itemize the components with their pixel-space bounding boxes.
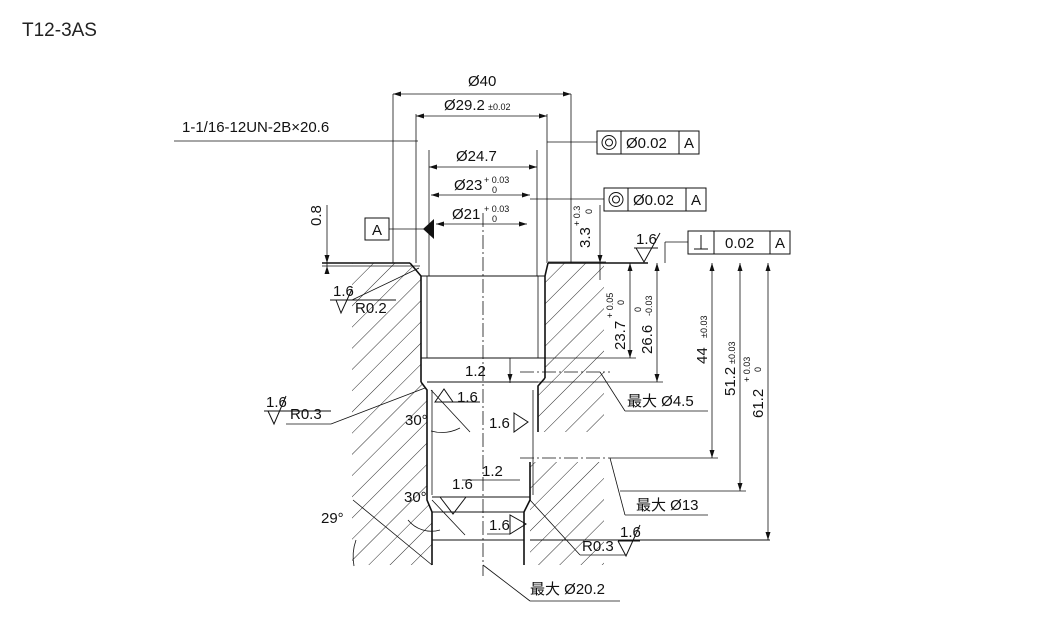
datum-label: A (372, 222, 382, 239)
perpendicularity-icon (694, 235, 708, 250)
roughness-c-value: 1.6 (452, 476, 473, 493)
dim-3-3-tol-lo: 0 (584, 209, 594, 214)
fcf-concentricity-1: Ø0.02 A (547, 130, 700, 155)
left-dimensions: 0.8 1.6 R0.2 1.6 R0.3 30° 30° 29° (264, 205, 471, 567)
roughness-left-icon (330, 288, 396, 315)
dim-23-7-tol-lo: 0 (616, 300, 626, 305)
roughness-b-icon (513, 412, 529, 433)
dim-26-6: 26.6 (639, 325, 656, 354)
dim-26-6-tol-lo: -0.03 (644, 295, 654, 316)
roughness-c-icon (439, 496, 467, 515)
dim-d23-tol-lo: 0 (492, 185, 497, 195)
dim-d21-tol-lo: 0 (492, 214, 497, 224)
roughness-d-value: 1.6 (489, 517, 510, 534)
angle-29: 29° (321, 510, 344, 527)
len-1-2-a: 1.2 (465, 363, 486, 380)
roughness-d-icon (509, 514, 527, 535)
dim-d21: Ø21 (452, 206, 480, 223)
angle-30-b: 30° (404, 489, 427, 506)
right-dimensions: 3.3 + 0.3 0 1.6 23.7 + 0.05 0 26.6 0 -0.… (538, 205, 771, 540)
roughness-b-value: 1.6 (489, 415, 510, 432)
roughness-top-value: 1.6 (636, 231, 657, 248)
dim-44: 44 (694, 347, 711, 364)
dim-26-6-tol-up: 0 (633, 307, 643, 312)
dim-3-3-tol-up: + 0.3 (572, 206, 582, 226)
radius-r0-3-left: R0.3 (290, 406, 322, 423)
dim-51-2: 51.2 (722, 367, 739, 396)
angle-30-a: 30° (405, 412, 428, 429)
dim-d24-7: Ø24.7 (456, 148, 497, 165)
notes: 最大 Ø4.5 最大 Ø13 最大 Ø20.2 R0.3 1.6 (529, 371, 708, 602)
dim-44-tol: ±0.03 (699, 316, 709, 338)
thread-callout: 1-1/16-12UN-2B×20.6 (182, 119, 329, 136)
note-max-13: 最大 Ø13 (636, 497, 699, 514)
hatch-right-upper (538, 263, 604, 432)
roughness-bottom-icon (617, 524, 641, 558)
dim-23-7: 23.7 (612, 321, 629, 350)
hatch-right-lower (530, 462, 604, 565)
len-1-2-b: 1.2 (482, 463, 503, 480)
top-dimensions: Ø40 Ø29.2 ±0.02 1-1/16-12UN-2B×20.6 Ø24.… (174, 73, 572, 276)
fcf2-tolerance: Ø0.02 (633, 192, 674, 209)
dim-51-2-tol: ±0.03 (727, 342, 737, 364)
fcf-perpendicularity: 0.02 A (664, 230, 791, 263)
roughness-mid-left-icon (264, 395, 331, 426)
dim-61-2: 61.2 (750, 389, 767, 418)
dim-d29-2-tol: ±0.02 (488, 102, 510, 112)
note-max-4-5: 最大 Ø4.5 (627, 393, 694, 410)
fcf1-datum: A (684, 135, 694, 152)
dim-61-2-tol-up: + 0.03 (742, 357, 752, 382)
dim-0-8: 0.8 (308, 205, 325, 226)
radius-r0-2: R0.2 (355, 300, 387, 317)
dim-23-7-tol-up: + 0.05 (605, 293, 615, 318)
radius-r0-3-bottom: R0.3 (582, 538, 614, 555)
dim-d23-tol-up: + 0.03 (484, 175, 509, 185)
hatched-body (352, 263, 604, 565)
note-max-20-2: 最大 Ø20.2 (530, 581, 605, 598)
roughness-a-value: 1.6 (457, 389, 478, 406)
hatch-left (352, 263, 432, 565)
drawing-title: T12-3AS (22, 20, 97, 41)
roughness-top-icon (634, 232, 661, 264)
dim-d23: Ø23 (454, 177, 482, 194)
dim-d29-2: Ø29.2 (444, 97, 485, 114)
fcf-concentricity-2: Ø0.02 A (530, 187, 707, 212)
dim-3-3: 3.3 (577, 227, 594, 248)
dim-d21-tol-up: + 0.03 (484, 204, 509, 214)
dim-61-2-tol-lo: 0 (753, 367, 763, 372)
roughness-a-icon (434, 388, 480, 403)
fcf3-tolerance: 0.02 (725, 235, 754, 252)
concentricity-icon (608, 192, 624, 207)
datum-a: A (364, 217, 434, 241)
concentricity-icon (601, 135, 617, 150)
datum-triangle-icon (423, 219, 434, 239)
center-leader (482, 564, 531, 602)
dim-d40: Ø40 (468, 73, 496, 90)
fcf1-tolerance: Ø0.02 (626, 135, 667, 152)
bore-roughness: 1.6 1.6 1.6 1.6 1.2 1.2 (434, 358, 529, 535)
fcf3-datum: A (775, 235, 785, 252)
roughness-bottom-value: 1.6 (620, 524, 641, 541)
fcf2-datum: A (691, 192, 701, 209)
